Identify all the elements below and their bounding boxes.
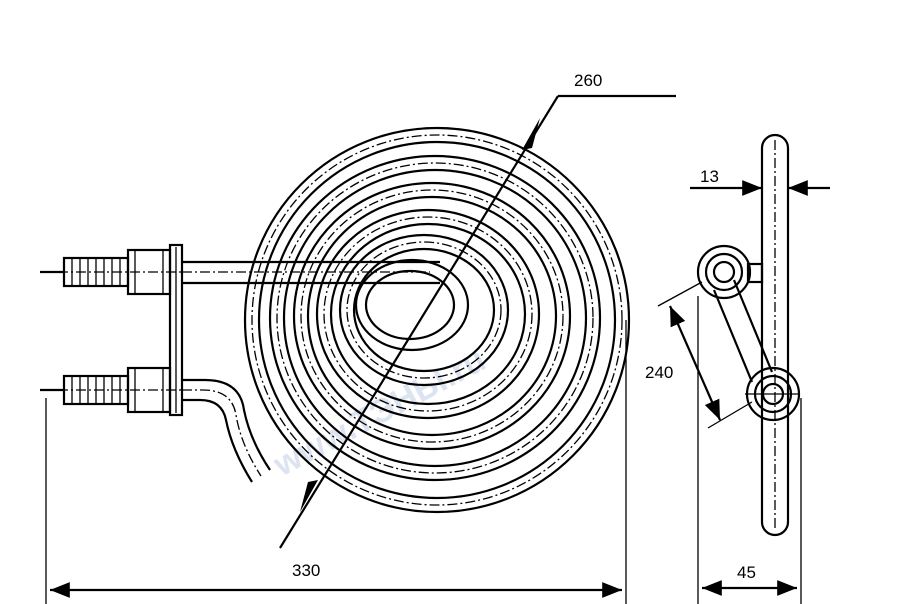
dimension-depth: 45 bbox=[697, 296, 802, 604]
spiral-coil bbox=[243, 126, 631, 514]
lower-terminal bbox=[40, 366, 182, 414]
lower-lead-tube bbox=[182, 378, 271, 483]
label-coil-diameter: 260 bbox=[574, 71, 602, 90]
label-overall-width: 330 bbox=[292, 561, 320, 580]
upper-lead-tube bbox=[182, 260, 440, 285]
label-terminal-spacing: 240 bbox=[645, 363, 673, 382]
label-depth: 45 bbox=[737, 563, 756, 582]
dimension-overall-width: 330 bbox=[45, 320, 627, 604]
upper-terminal bbox=[40, 248, 182, 296]
dimension-terminal-spacing: 240 bbox=[645, 281, 753, 429]
dimension-tube-diameter: 13 bbox=[690, 167, 830, 196]
dimension-coil-diameter: 260 bbox=[279, 71, 676, 549]
label-tube-diameter: 13 bbox=[700, 167, 719, 186]
side-view bbox=[696, 133, 801, 537]
mounting-flange bbox=[168, 243, 184, 417]
